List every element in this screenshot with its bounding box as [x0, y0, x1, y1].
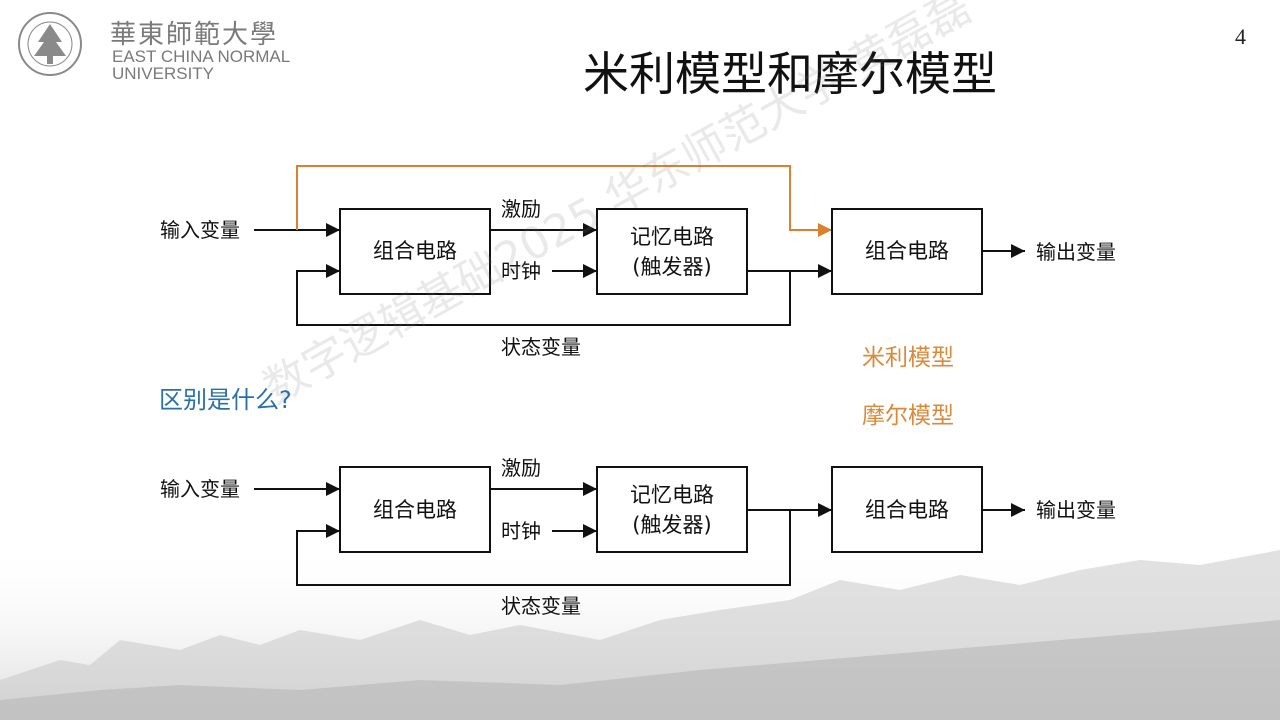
- top-state-label: 状态变量: [501, 335, 581, 359]
- top-excitation-label: 激励: [501, 197, 541, 221]
- legend-moore-label: 摩尔模型: [862, 403, 954, 429]
- bottom-output-label: 输出变量: [1036, 498, 1116, 522]
- legend-mealy-label: 米利模型: [862, 345, 954, 371]
- bottom-clock-label: 时钟: [501, 519, 541, 543]
- top-clock-label: 时钟: [501, 259, 541, 283]
- logo-english-line-2: UNIVERSITY: [112, 64, 215, 83]
- question-text: 区别是什么?: [159, 386, 292, 414]
- diagram-bottom: 输入变量 组合电路 激励 时钟 记忆电路 (触发器) 状态变量 组合电路 输出变…: [160, 456, 1116, 618]
- diagram-top: 输入变量 组合电路 激励 时钟 记忆电路 (触发器) 状态变量 组合电路 输出变…: [160, 165, 1116, 359]
- slide-title: 米利模型和摩尔模型: [583, 47, 997, 101]
- logo-chinese-name: 華東師範大學: [110, 20, 279, 50]
- logo-english-name: EAST CHINA NORMAL UNIVERSITY: [112, 48, 290, 82]
- campus-background-image: [0, 540, 1280, 720]
- bottom-state-label: 状态变量: [501, 594, 581, 618]
- top-comb-block-1-label: 组合电路: [373, 239, 457, 263]
- university-seal-icon: [18, 12, 82, 76]
- top-comb-block-1: [339, 208, 491, 295]
- top-comb-block-2-label: 组合电路: [865, 239, 949, 263]
- top-mealy-input-path: [296, 165, 832, 237]
- bottom-comb-block-1-label: 组合电路: [373, 498, 457, 522]
- bottom-memory-label-2: (触发器): [632, 513, 711, 537]
- bottom-memory-block: [596, 466, 748, 553]
- university-logo: 華東師範大學 EAST CHINA NORMAL UNIVERSITY: [14, 8, 294, 82]
- bottom-input-label: 输入变量: [160, 477, 240, 501]
- bottom-comb-block-2-label: 组合电路: [865, 498, 949, 522]
- bottom-memory-label-1: 记忆电路: [630, 483, 714, 507]
- page-number: 4: [1235, 24, 1246, 49]
- logo-english-line-1: EAST CHINA NORMAL: [112, 47, 291, 66]
- top-state-feedback: [296, 264, 791, 326]
- top-input-label: 输入变量: [160, 218, 240, 242]
- bottom-comb-block-2: [831, 466, 983, 553]
- bottom-comb-block-1: [339, 466, 491, 553]
- top-memory-label-1: 记忆电路: [630, 225, 714, 249]
- top-memory-label-2: (触发器): [632, 255, 711, 279]
- bottom-excitation-label: 激励: [501, 456, 541, 480]
- top-output-label: 输出变量: [1036, 240, 1116, 264]
- top-memory-block: [596, 208, 748, 295]
- bottom-state-feedback: [296, 510, 791, 586]
